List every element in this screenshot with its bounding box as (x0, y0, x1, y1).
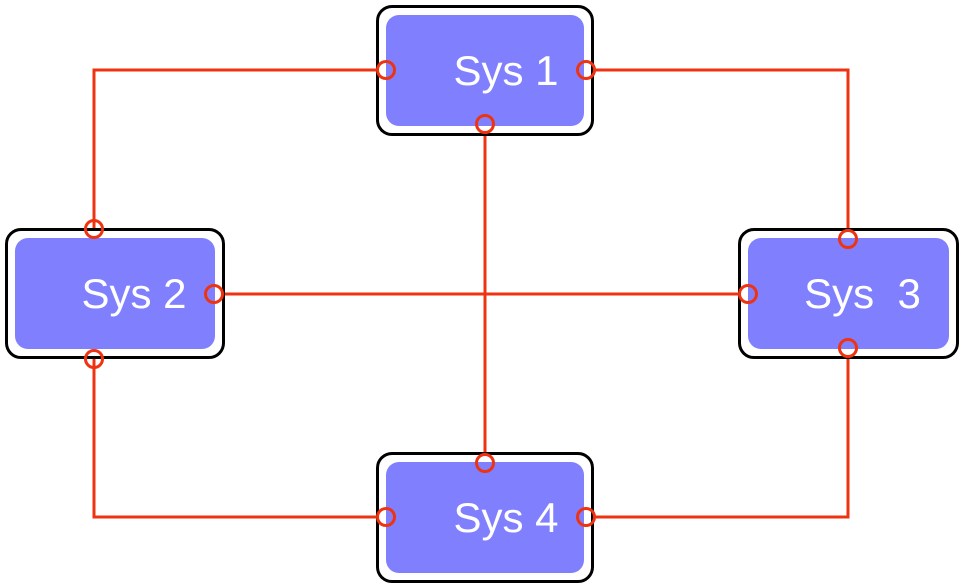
connector-sys1-sys3 (594, 68, 850, 228)
sys-1-port-bottom[interactable] (475, 114, 495, 134)
sys-2-port-right[interactable] (204, 284, 224, 304)
sys-2-port-bottom[interactable] (84, 349, 104, 369)
sys-4-port-left[interactable] (376, 507, 396, 527)
sys-1-label: Sys 1 (453, 46, 559, 94)
sys-2-label: Sys 2 (81, 269, 187, 317)
sys-4-node[interactable]: Sys 4 (376, 452, 594, 583)
sys-1-port-right[interactable] (576, 60, 596, 80)
sys-2-fill (15, 238, 215, 349)
sys-3-port-left[interactable] (738, 284, 758, 304)
sys-3-label: Sys 3 (804, 269, 921, 317)
sys-4-label: Sys 4 (453, 493, 559, 541)
sys-1-node[interactable]: Sys 1 (376, 5, 594, 136)
sys-3-port-bottom[interactable] (838, 338, 858, 358)
connector-sys2-sys4 (92, 359, 376, 519)
sys-1-port-left[interactable] (376, 60, 396, 80)
sys-2-port-top[interactable] (84, 219, 104, 239)
sys-1-fill (386, 15, 584, 126)
sys-2-node[interactable]: Sys 2 (5, 228, 225, 359)
sys-4-fill (386, 462, 584, 573)
sys-3-fill (748, 238, 949, 349)
sys-3-port-top[interactable] (838, 229, 858, 249)
connector-sys3-sys4 (594, 359, 850, 519)
sys-4-port-right[interactable] (576, 507, 596, 527)
connector-sys1-sys2 (92, 68, 376, 228)
sys-3-node[interactable]: Sys 3 (738, 228, 959, 359)
sys-4-port-top[interactable] (475, 453, 495, 473)
